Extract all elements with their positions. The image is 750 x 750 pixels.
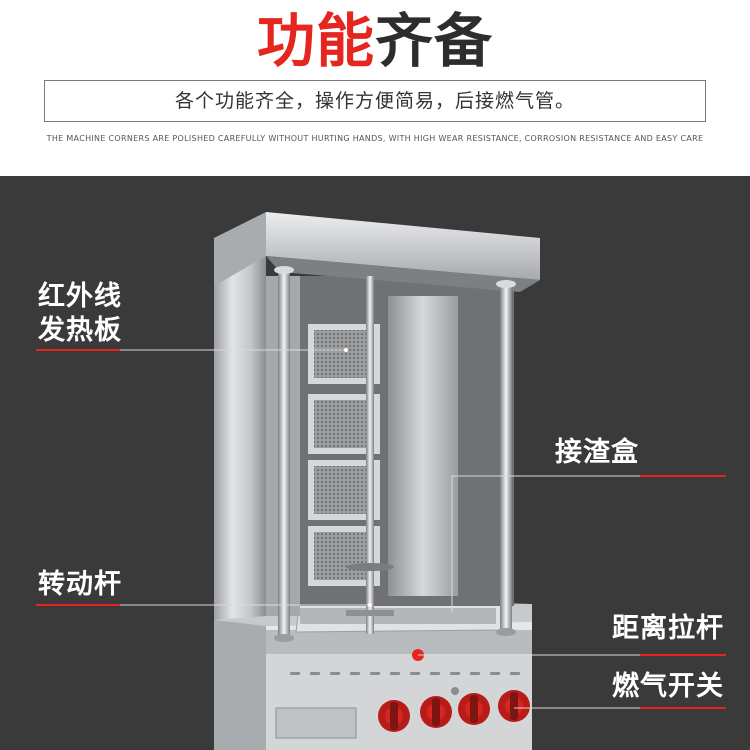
top-hood [214, 212, 540, 292]
header-section: 功能齐备 各个功能齐全，操作方便简易，后接燃气管。 THE MACHINE CO… [0, 0, 750, 176]
grill-machine-illustration [36, 212, 726, 750]
title-rest: 齐备 [375, 7, 494, 75]
label-distance-rod: 距离拉杆 [612, 613, 724, 644]
product-scene: 红外线 发热板 接渣盒 转动杆 距离拉杆 燃气开关 [0, 176, 750, 750]
title-highlight: 功能 [256, 7, 375, 75]
gas-knobs [378, 687, 530, 732]
callout-lines [36, 348, 726, 709]
subtitle-text: 各个功能齐全，操作方便简易，后接燃气管。 [174, 90, 575, 112]
label-drip-box: 接渣盒 [555, 437, 639, 468]
rotating-rod [346, 276, 394, 634]
page-title: 功能齐备 [0, 6, 750, 76]
label-infrared-line1: 红外线 [38, 281, 122, 312]
label-infrared-line2: 发热板 [38, 315, 122, 346]
support-poles [274, 266, 516, 642]
english-note: THE MACHINE CORNERS ARE POLISHED CAREFUL… [46, 134, 704, 143]
label-rotating-rod: 转动杆 [38, 569, 122, 600]
label-gas-switch: 燃气开关 [612, 671, 724, 702]
subtitle-box: 各个功能齐全，操作方便简易，后接燃气管。 [44, 80, 706, 122]
